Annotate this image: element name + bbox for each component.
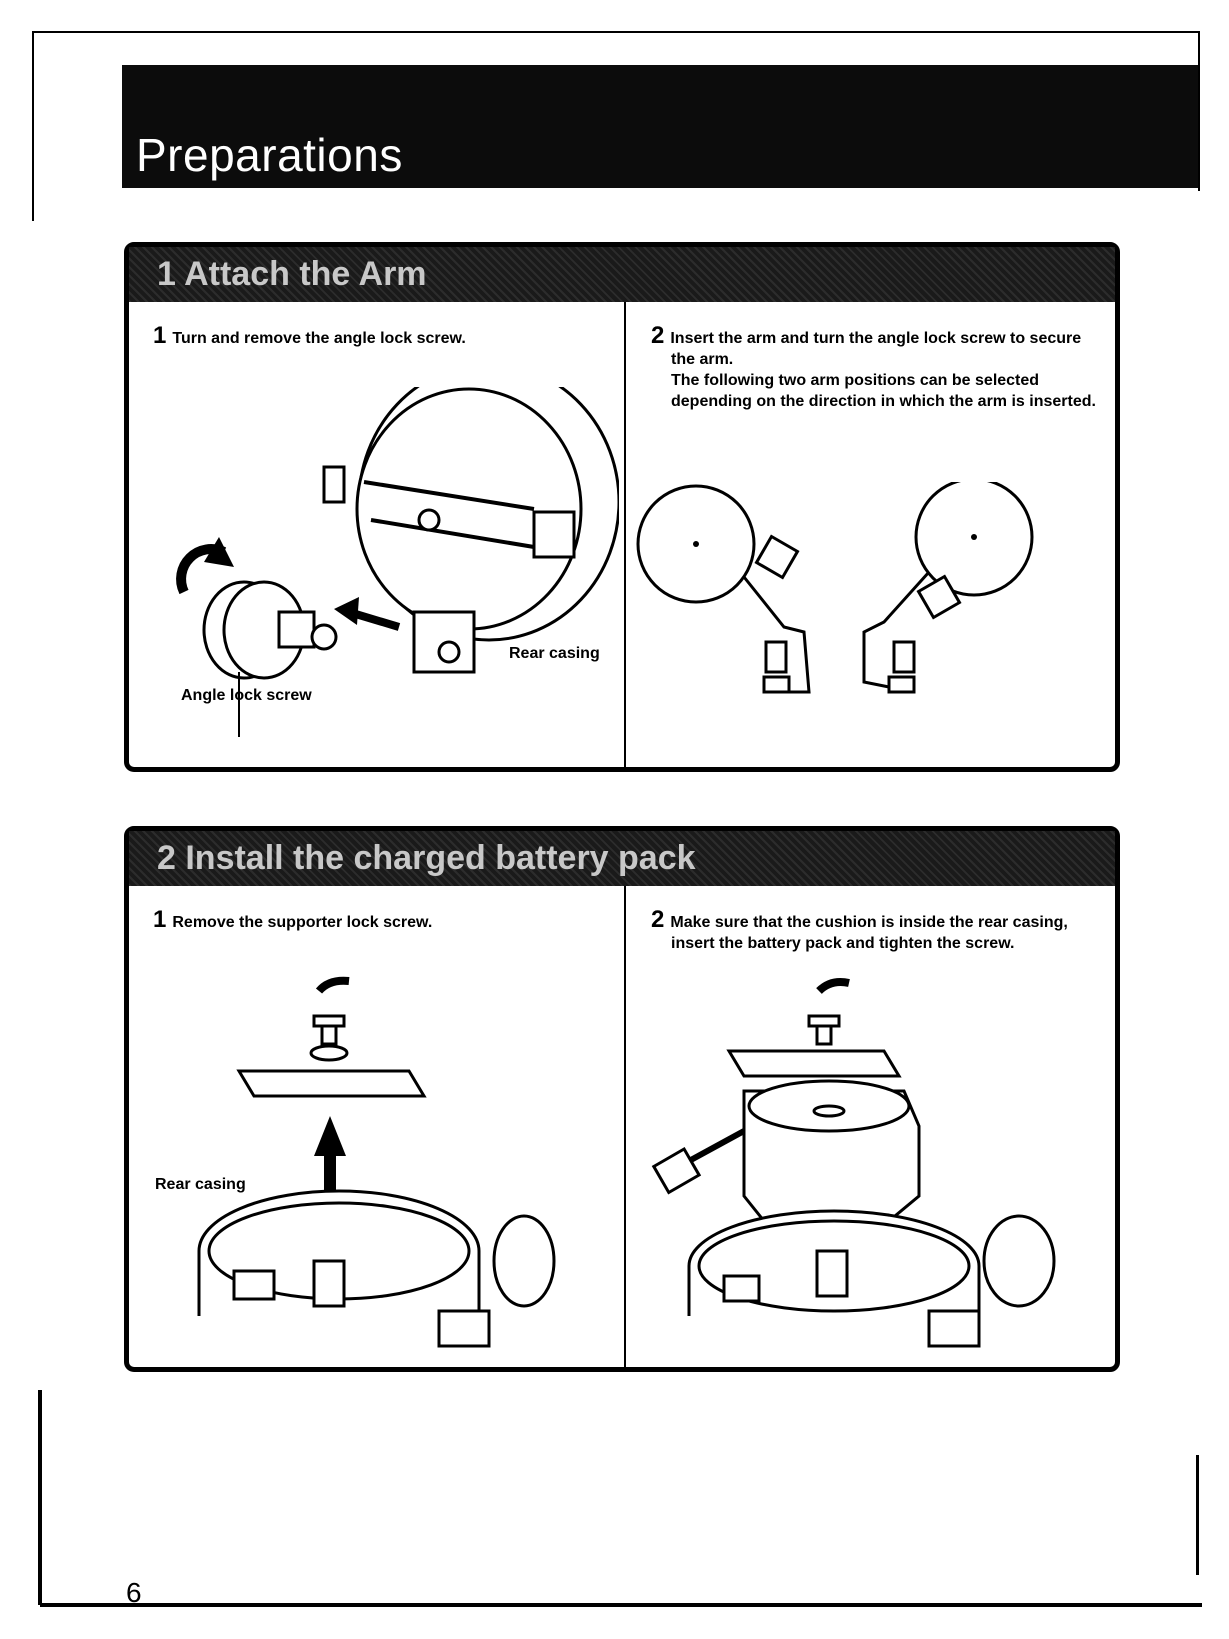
column-divider (624, 302, 626, 767)
page-frame-left (32, 31, 34, 221)
step-text: insert the battery pack and tighten the … (671, 935, 1015, 952)
step-number: 2 (651, 906, 665, 933)
step-text: depending on the direction in which the … (671, 393, 1096, 410)
section-heading: 2 Install the charged battery pack (157, 839, 696, 877)
step-text: Remove the supporter lock screw. (172, 914, 433, 931)
step-text: Turn and remove the angle lock screw. (172, 330, 466, 347)
arm-positions-illustration (636, 482, 1034, 694)
page-frame-bottom (40, 1603, 1202, 1607)
title-bar (122, 65, 1198, 188)
step-2: 2 Make sure that the cushion is inside th… (651, 906, 1111, 954)
battery-pack-illustration (651, 978, 1056, 1348)
page-frame-right (1198, 31, 1200, 191)
page-frame-right-lower (1196, 1455, 1199, 1575)
column-divider (624, 886, 626, 1367)
step-number: 1 (153, 906, 167, 933)
page-frame-left-lower (38, 1390, 42, 1605)
step-number: 2 (651, 322, 665, 349)
page-title: Preparations (136, 129, 403, 181)
page-number: 6 (126, 1577, 142, 1608)
page-frame-top (32, 31, 1200, 33)
step-1: 1 Remove the supporter lock screw. (153, 906, 433, 933)
step-text: The following two arm positions can be s… (671, 372, 1040, 389)
section-heading-bar: 1 Attach the Arm (129, 247, 1115, 302)
step-2: 2 Insert the arm and turn the angle lock … (651, 322, 1111, 412)
step-text: the arm. (671, 351, 734, 368)
rear-casing-label: Rear casing (509, 645, 600, 662)
step-text: Make sure that the cushion is inside the… (670, 914, 1068, 931)
step-text: Insert the arm and turn the angle lock s… (670, 330, 1082, 347)
supporter-screw-illustration (197, 976, 556, 1348)
install-battery-panel: 2 Install the charged battery pack 1 Remo… (124, 826, 1120, 1372)
angle-lock-screw-label: Angle lock screw (181, 687, 312, 704)
housing-screw-illustration (176, 387, 619, 737)
step-1: 1 Turn and remove the angle lock screw. (153, 322, 466, 349)
section-heading-bar: 2 Install the charged battery pack (129, 831, 1115, 886)
rear-casing-label: Rear casing (155, 1176, 246, 1193)
section-heading: 1 Attach the Arm (157, 255, 427, 293)
attach-arm-panel: 1 Attach the Arm 1 Turn and remove the an… (124, 242, 1120, 772)
step-number: 1 (153, 322, 167, 349)
